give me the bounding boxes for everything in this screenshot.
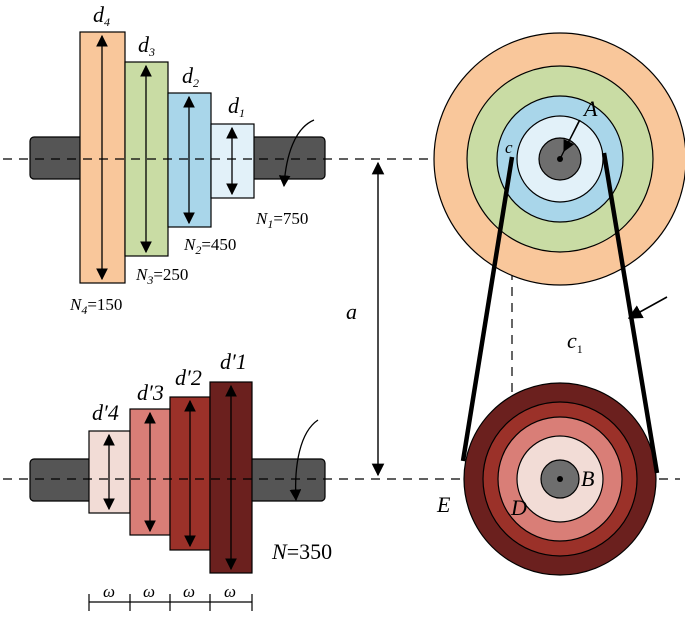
- dp3-label: d′3: [137, 380, 164, 405]
- point-b-label: B: [581, 466, 594, 491]
- dp1-label: d′1: [220, 349, 247, 374]
- d1-label: d: [228, 93, 240, 118]
- width-label-4: ω: [224, 582, 236, 601]
- svg-text:d3: d3: [138, 32, 155, 59]
- lower-rotation-arrow: [289, 419, 319, 502]
- distance-label: a: [346, 299, 357, 324]
- upper-rotation-arrow: [278, 119, 315, 188]
- upper-labels: d4 d3 d2 d1 N1=750 N2=450 N3=250 N4=150: [69, 2, 308, 317]
- lower-end-view: [463, 382, 657, 576]
- upper-shaft-group: [29, 31, 326, 284]
- d2-label: d: [182, 63, 194, 88]
- d4-label: d: [93, 2, 105, 27]
- point-a-label: A: [582, 96, 598, 121]
- dp4-label: d′4: [92, 400, 119, 425]
- svg-text:d4: d4: [93, 2, 110, 29]
- speed-n3: N3=250: [135, 265, 188, 287]
- speed-n4: N4=150: [69, 295, 122, 317]
- width-label-2: ω: [143, 582, 155, 601]
- point-d-label: D: [510, 495, 527, 520]
- svg-text:d1: d1: [228, 93, 245, 120]
- speed-n2: N2=450: [183, 235, 236, 257]
- speed-n: N=350: [271, 539, 332, 564]
- belt-pointer-arrow: [627, 296, 668, 319]
- point-c-label: c: [505, 138, 513, 157]
- dp2-label: d′2: [175, 365, 202, 390]
- belt-label: c1: [567, 328, 583, 356]
- width-label-3: ω: [183, 582, 195, 601]
- svg-text:d2: d2: [182, 63, 199, 90]
- point-e-label: E: [436, 492, 451, 517]
- width-dimension: ω ω ω ω: [88, 582, 253, 611]
- width-label-1: ω: [103, 582, 115, 601]
- lower-shaft-group: [29, 381, 326, 574]
- upper-end-view: [433, 32, 685, 286]
- speed-n1: N1=750: [255, 209, 308, 231]
- d3-label: d: [138, 32, 150, 57]
- lower-labels: d′4 d′3 d′2 d′1 N=350: [92, 349, 332, 564]
